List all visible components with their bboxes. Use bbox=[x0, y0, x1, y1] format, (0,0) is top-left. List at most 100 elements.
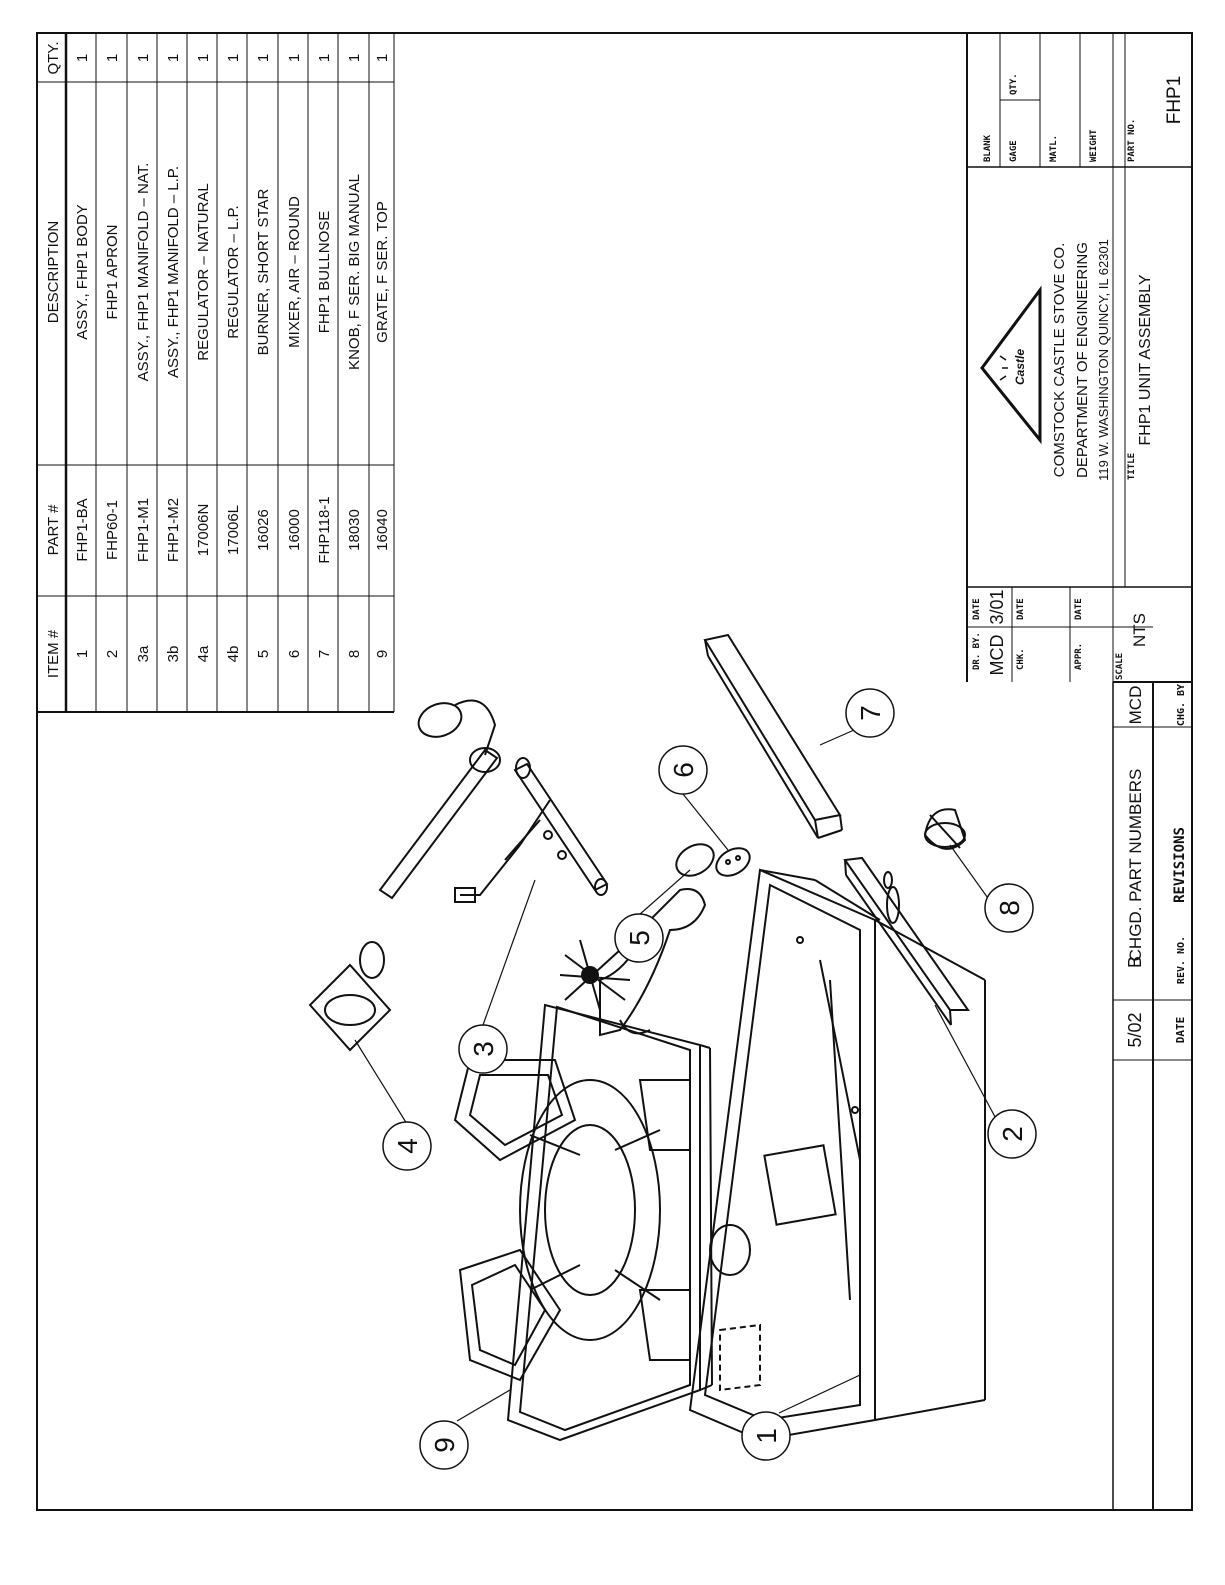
row-description: ASSY., FHP1 MANIFOLD – L.P. bbox=[165, 166, 182, 378]
rev-description: CHGD. PART NUMBERS bbox=[1126, 769, 1145, 962]
row-item: 5 bbox=[255, 650, 272, 658]
row-description: GRATE, F SER. TOP bbox=[374, 201, 391, 343]
revisions-title: REVISIONS bbox=[1172, 827, 1188, 903]
callout-bubble: 8 bbox=[984, 883, 1034, 933]
row-qty: 1 bbox=[195, 54, 212, 62]
title-block: DR. BY. MCD DATE 3/01 CHK. DATE APPR. DA… bbox=[966, 33, 1192, 682]
grate-illustration bbox=[453, 1003, 713, 1442]
row-qty: 1 bbox=[135, 54, 152, 62]
dr-by-label: DR. BY. bbox=[972, 632, 982, 670]
callout-bubble: 4 bbox=[382, 1121, 432, 1171]
row-item: 4a bbox=[195, 645, 212, 662]
callout-label: 5 bbox=[624, 930, 655, 946]
revision-block: 5/02 DATE B REV. NO. CHGD. PART NUMBERS … bbox=[1112, 681, 1192, 1509]
row-part: FHP60-1 bbox=[104, 500, 121, 560]
callout-label: 2 bbox=[997, 1126, 1028, 1142]
matl-label: MATL. bbox=[1049, 135, 1059, 162]
callout-bubble: 7 bbox=[845, 688, 895, 738]
rev-checked-by: MCD bbox=[1126, 686, 1145, 725]
row-part: 16026 bbox=[255, 509, 272, 551]
row-qty: 1 bbox=[225, 54, 242, 62]
table-row: 3b FHP1-M2 ASSY., FHP1 MANIFOLD – L.P. 1 bbox=[165, 54, 182, 663]
row-qty: 1 bbox=[286, 54, 303, 62]
row-qty: 1 bbox=[374, 54, 391, 62]
table-row: 5 16026 BURNER, SHORT STAR 1 bbox=[255, 54, 272, 658]
row-qty: 1 bbox=[255, 54, 272, 62]
appr-label: APPR. bbox=[1074, 643, 1084, 670]
blank-label: BLANK bbox=[983, 134, 993, 162]
row-item: 4b bbox=[225, 646, 242, 663]
table-row: 8 18030 KNOB, F SER. BIG MANUAL 1 bbox=[346, 54, 363, 658]
callout-bubble: 2 bbox=[987, 1109, 1037, 1159]
row-part: 17006N bbox=[195, 504, 212, 557]
part-no-label: PART NO. bbox=[1127, 119, 1137, 162]
table-row: 6 16000 MIXER, AIR – ROUND 1 bbox=[286, 54, 303, 658]
regulator-illustration bbox=[308, 699, 501, 1052]
table-row: 2 FHP60-1 FHP1 APRON 1 bbox=[104, 54, 121, 658]
header-part: PART # bbox=[45, 504, 62, 556]
row-description: ASSY., FHP1 BODY bbox=[74, 204, 91, 340]
rev-checked-by-label: CHG. BY bbox=[1176, 684, 1187, 726]
logo-text: Castle bbox=[1013, 349, 1027, 385]
company-name: COMSTOCK CASTLE STOVE CO. bbox=[1051, 243, 1068, 478]
table-row: 4b 17006L REGULATOR – L.P. 1 bbox=[225, 54, 242, 663]
table-row: 4a 17006N REGULATOR – NATURAL 1 bbox=[195, 54, 212, 663]
rev-number: B bbox=[1125, 956, 1145, 968]
row-item: 7 bbox=[316, 650, 333, 658]
callout-lines bbox=[354, 722, 1002, 1422]
date-value: 3/01 bbox=[987, 589, 1007, 624]
row-description: FHP1 BULLNOSE bbox=[316, 211, 333, 334]
drawing-title: FHP1 UNIT ASSEMBLY bbox=[1137, 274, 1154, 445]
table-row: 7 FHP118-1 FHP1 BULLNOSE 1 bbox=[316, 54, 333, 658]
row-qty: 1 bbox=[104, 54, 121, 62]
callout-bubble: 6 bbox=[658, 745, 708, 795]
table-row: 3a FHP1-M1 ASSY., FHP1 MANIFOLD – NAT. 1 bbox=[135, 54, 152, 663]
row-qty: 1 bbox=[74, 54, 91, 62]
table-row: 9 16040 GRATE, F SER. TOP 1 bbox=[374, 54, 391, 658]
date-label: DATE bbox=[972, 598, 982, 620]
row-part: 16040 bbox=[374, 509, 391, 551]
weight-label: WEIGHT bbox=[1089, 129, 1099, 162]
row-item: 8 bbox=[346, 650, 363, 658]
qty-label: QTY. bbox=[1009, 73, 1019, 95]
table-row: 1 FHP1-BA ASSY., FHP1 BODY 1 bbox=[74, 54, 91, 658]
scale-label: SCALE bbox=[1115, 653, 1125, 680]
header-item: ITEM # bbox=[45, 629, 62, 678]
rev-number-label: REV. NO. bbox=[1176, 936, 1187, 984]
gage-label: GAGE bbox=[1009, 140, 1019, 162]
row-part: FHP118-1 bbox=[316, 496, 333, 563]
callout-label: 4 bbox=[392, 1138, 423, 1154]
manifold-illustration bbox=[454, 757, 609, 903]
rev-date: 5/02 bbox=[1125, 1012, 1145, 1047]
part-no-value: FHP1 bbox=[1164, 76, 1185, 125]
row-description: KNOB, F SER. BIG MANUAL bbox=[346, 174, 363, 370]
row-description: FHP1 APRON bbox=[104, 224, 121, 319]
callout-bubble: 5 bbox=[614, 913, 664, 963]
callout-bubble: 3 bbox=[458, 1024, 508, 1074]
apron-illustration bbox=[843, 856, 970, 1026]
header-qty: QTY. bbox=[45, 41, 62, 74]
row-description: BURNER, SHORT STAR bbox=[255, 188, 272, 355]
row-item: 3a bbox=[135, 645, 152, 662]
row-item: 2 bbox=[104, 650, 121, 658]
callout-label: 8 bbox=[994, 900, 1025, 916]
rev-date-label: DATE bbox=[1174, 1017, 1187, 1044]
row-item: 3b bbox=[165, 646, 182, 663]
body-illustration bbox=[688, 868, 986, 1442]
row-part: 18030 bbox=[346, 509, 363, 551]
parts-list-table: ITEM # PART # DESCRIPTION QTY. 1 FHP1-BA… bbox=[37, 34, 395, 713]
row-description: REGULATOR – L.P. bbox=[225, 205, 242, 338]
row-item: 1 bbox=[74, 650, 91, 658]
row-item: 9 bbox=[374, 650, 391, 658]
callout-bubble: 1 bbox=[741, 1411, 791, 1461]
knob-illustration bbox=[923, 808, 967, 850]
row-part: FHP1-BA bbox=[74, 498, 91, 561]
scale-value: NTS bbox=[1130, 613, 1149, 647]
row-qty: 1 bbox=[316, 54, 333, 62]
row-item: 6 bbox=[286, 650, 303, 658]
chk-label: CHK. bbox=[1016, 648, 1026, 670]
dr-by-value: MCD bbox=[987, 635, 1007, 676]
row-description: REGULATOR – NATURAL bbox=[195, 183, 212, 361]
row-description: ASSY., FHP1 MANIFOLD – NAT. bbox=[135, 163, 152, 382]
